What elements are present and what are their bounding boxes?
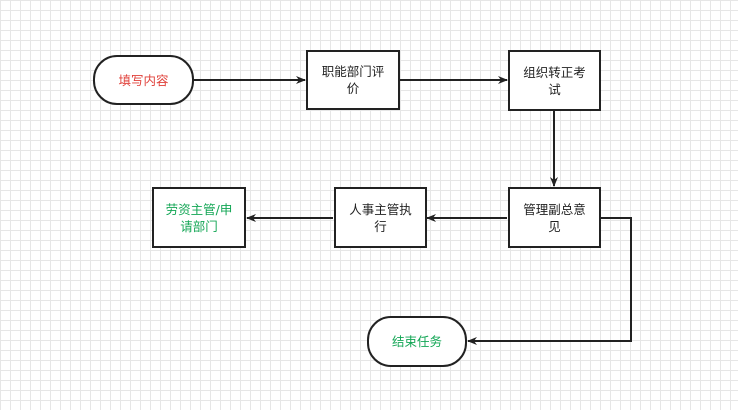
end-node-label: 结束任务 [391, 334, 442, 349]
hr-execute-node[interactable]: 人事主管执行 [334, 187, 427, 248]
labor-dept-node-label: 劳资主管/申请部门 [165, 201, 233, 234]
vp-opinion-node[interactable]: 管理副总意见 [508, 187, 601, 248]
start-node-label: 填写内容 [118, 72, 169, 88]
exam-node-label: 组织转正考试 [523, 64, 586, 97]
edge-vp-opinion-to-end [467, 217, 632, 345]
dept-review-node[interactable]: 职能部门评价 [306, 50, 400, 110]
labor-dept-node[interactable]: 劳资主管/申请部门 [152, 187, 246, 248]
start-node[interactable]: 填写内容 [93, 55, 194, 105]
exam-node[interactable]: 组织转正考试 [508, 50, 601, 111]
vp-opinion-node-label: 管理副总意见 [523, 201, 586, 234]
hr-execute-node-label: 人事主管执行 [349, 201, 412, 234]
end-node[interactable]: 结束任务 [367, 316, 467, 367]
dept-review-node-label: 职能部门评价 [321, 64, 385, 96]
